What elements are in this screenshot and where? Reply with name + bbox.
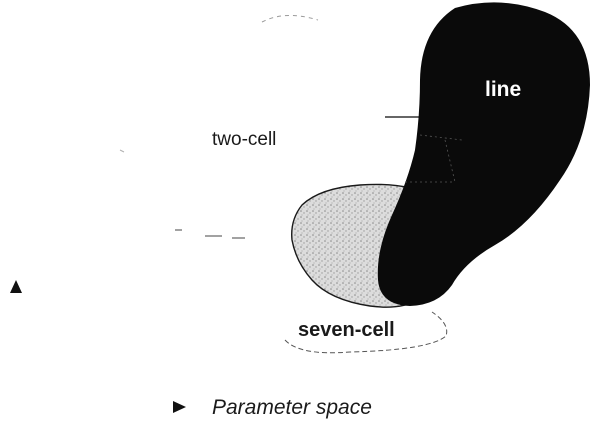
line-region — [378, 2, 590, 306]
two-cell-boundary-lower — [175, 230, 245, 238]
two-cell-label: two-cell — [212, 129, 276, 150]
two-cell-boundary-left — [120, 150, 124, 152]
triangle-up-icon — [10, 280, 22, 293]
parameter-space-label: Parameter space — [212, 396, 372, 419]
seven-cell-label: seven-cell — [298, 319, 395, 341]
line-label: line — [485, 78, 521, 101]
triangle-right-icon — [173, 401, 186, 413]
two-cell-boundary-top — [262, 15, 318, 22]
